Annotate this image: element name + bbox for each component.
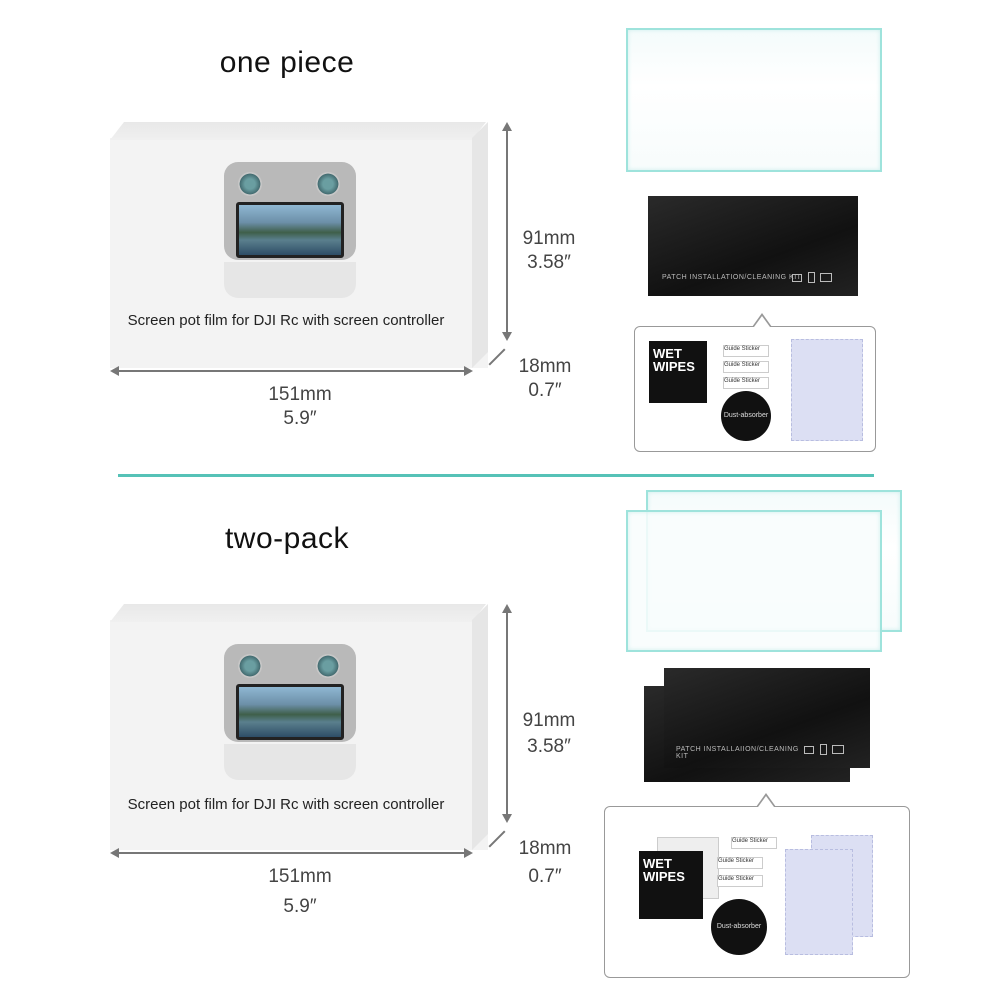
controller-screen — [236, 202, 344, 258]
kit-contents-callout: WET WIPES Guide Sticker Guide Sticker Gu… — [604, 806, 910, 978]
package-box-side — [472, 604, 488, 850]
width-in-label: 5.9″ — [283, 896, 317, 917]
guide-sticker-3: Guide Sticker — [717, 875, 763, 887]
controller-image — [224, 644, 356, 742]
arrow-head-left — [110, 848, 119, 858]
right-stick — [316, 172, 340, 196]
depth-in-label: 0.7″ — [528, 380, 562, 401]
arrow-head-right — [464, 848, 473, 858]
cleaning-kit-pouch: PATCH INSTALLATION/CLEANING KIT — [648, 196, 858, 296]
left-stick — [238, 172, 262, 196]
pouch-text: PATCH INSTALLATION/CLEANING KIT — [662, 274, 802, 281]
height-in-label: 3.58″ — [527, 252, 571, 273]
guide-sticker-2: Guide Sticker — [717, 857, 763, 869]
callout-pointer-inner — [758, 796, 774, 807]
camera-icon — [792, 274, 802, 282]
arrow-head-up — [502, 604, 512, 613]
wet-wipes-packet: WET WIPES — [649, 341, 707, 403]
wet-wipes-packet: WET WIPES — [639, 851, 703, 919]
width-mm-label: 151mm — [268, 866, 332, 887]
phone-icon — [808, 272, 815, 283]
depth-mm-label: 18mm — [518, 838, 572, 859]
dust-absorber: Dust-absorber — [721, 391, 771, 441]
arrow-head-left — [110, 366, 119, 376]
width-in-label: 5.9″ — [283, 408, 317, 429]
guide-sticker-2: Guide Sticker — [723, 361, 769, 373]
depth-arrow — [488, 830, 506, 848]
section-title-two-pack: two-pack — [224, 522, 350, 555]
dust-absorber: Dust-absorber — [711, 899, 767, 955]
section-title-one-piece: one piece — [219, 46, 355, 79]
package-box-top — [110, 122, 486, 140]
camera-icon — [804, 746, 814, 754]
height-arrow — [506, 126, 508, 336]
package-box-top — [110, 604, 486, 622]
height-mm-label: 91mm — [522, 710, 576, 731]
monitor-icon — [820, 273, 832, 282]
kit-contents-callout: WET WIPES Guide Sticker Guide Sticker Gu… — [634, 326, 876, 452]
pouch-text: PATCH INSTALLAIION/CLEANING KIT — [676, 746, 799, 760]
monitor-icon — [832, 745, 844, 754]
box-label: Screen pot film for DJI Rc with screen c… — [127, 796, 445, 813]
width-arrow — [116, 852, 466, 854]
controller-reflection — [224, 262, 356, 298]
depth-mm-label: 18mm — [518, 356, 572, 377]
package-box-side — [472, 122, 488, 368]
screen-protector-film — [626, 28, 882, 172]
arrow-head-down — [502, 814, 512, 823]
controller-image — [224, 162, 356, 260]
arrow-head-right — [464, 366, 473, 376]
left-stick — [238, 654, 262, 678]
controller-screen — [236, 684, 344, 740]
cleaning-kit-pouch-front: PATCH INSTALLAIION/CLEANING KIT — [664, 668, 870, 768]
depth-in-label: 0.7″ — [528, 866, 562, 887]
height-mm-label: 91mm — [522, 228, 576, 249]
guide-sticker-1: Guide Sticker — [731, 837, 777, 849]
box-label: Screen pot film for DJI Rc with screen c… — [127, 312, 445, 329]
height-arrow — [506, 608, 508, 818]
width-arrow — [116, 370, 466, 372]
right-stick — [316, 654, 340, 678]
arrow-head-down — [502, 332, 512, 341]
phone-icon — [820, 744, 827, 755]
cleaning-cloth — [791, 339, 863, 441]
guide-sticker-3: Guide Sticker — [723, 377, 769, 389]
depth-arrow — [488, 348, 506, 366]
callout-pointer-inner — [754, 316, 770, 327]
controller-reflection — [224, 744, 356, 780]
height-in-label: 3.58″ — [527, 736, 571, 757]
section-divider — [118, 474, 874, 477]
guide-sticker-1: Guide Sticker — [723, 345, 769, 357]
width-mm-label: 151mm — [268, 384, 332, 405]
cleaning-cloth-front — [785, 849, 853, 955]
arrow-head-up — [502, 122, 512, 131]
screen-protector-film-front — [626, 510, 882, 652]
